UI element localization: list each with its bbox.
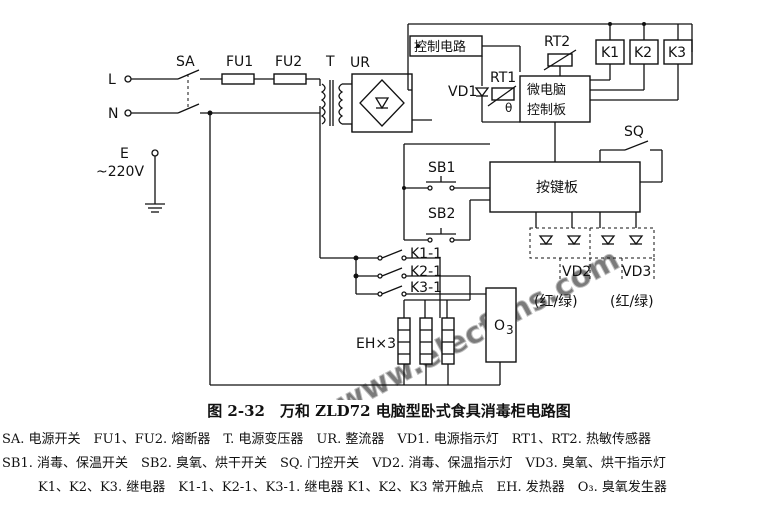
label-E: E (120, 146, 129, 162)
contact-K3-1 (356, 285, 500, 297)
terminal-L (124, 75, 132, 83)
label-control-circuit: 控制电路 (414, 39, 466, 55)
relay-K2: K2 (629, 39, 659, 65)
label-FU2: FU2 (275, 54, 302, 70)
terminal-E (151, 149, 159, 157)
led-VD1 (474, 56, 520, 123)
legend-line-3: K1、K2、K3. 继电器 K1-1、K2-1、K3-1. 继电器 K1、K2、… (38, 480, 667, 495)
legend-line-2: SB1. 消毒、保温开关 SB2. 臭氧、烘干开关 SQ. 门控开关 VD2. … (2, 456, 666, 471)
button-SB1 (402, 143, 490, 240)
label-UR: UR (350, 55, 370, 71)
heater-EH-2 (419, 317, 433, 365)
ozone-generator (485, 287, 517, 363)
label-red-green-1: (红/绿) (534, 294, 578, 310)
rectifier-UR (351, 73, 413, 133)
heater-EH-1 (397, 317, 411, 365)
svg-text:K3: K3 (668, 45, 686, 61)
switch-SA (177, 69, 200, 114)
label-SQ: SQ (624, 124, 644, 140)
label-K2-1: K2-1 (410, 264, 442, 280)
label-EH: EH×3 (356, 336, 396, 352)
label-SA: SA (176, 54, 195, 70)
svg-text:θ: θ (505, 101, 512, 115)
label-VD3: VD3 (622, 264, 651, 280)
legend-line-1: SA. 电源开关 FU1、FU2. 熔断器 T. 电源变压器 UR. 整流器 V… (2, 432, 651, 447)
label-RT2: RT2 (544, 34, 570, 50)
label-K1-1: K1-1 (410, 246, 442, 262)
circuit-diagram: www.elecfans.com L N E ~220V SA FU1 FU2 … (96, 22, 693, 400)
relay-K3: K3 (663, 39, 693, 65)
heater-EH-3 (441, 317, 455, 365)
label-N: N (108, 106, 118, 122)
thermistor-RT2 (543, 49, 577, 71)
mcu-board (519, 75, 591, 123)
ground-icon (145, 156, 165, 213)
label-red-green-2: (红/绿) (610, 294, 654, 310)
svg-text:K2: K2 (634, 45, 652, 61)
label-O3: O (494, 318, 505, 334)
label-O3-sub: 3 (506, 323, 514, 337)
terminal-N (124, 109, 132, 117)
label-mcu-line1: 微电脑 (527, 83, 566, 98)
label-RT1: RT1 (490, 70, 516, 86)
led-VD3 (600, 235, 644, 246)
label-SB2: SB2 (428, 206, 455, 222)
label-keypad: 按键板 (536, 180, 578, 196)
fuse-FU1 (221, 73, 255, 85)
svg-text:K1: K1 (601, 45, 619, 61)
contact-K1-1 (356, 249, 440, 261)
label-T: T (325, 54, 335, 70)
fuse-FU2 (273, 73, 307, 85)
led-group-frame (529, 227, 655, 259)
label-voltage: ~220V (96, 164, 144, 180)
label-VD1: VD1 (448, 84, 477, 100)
label-K3-1: K3-1 (410, 280, 442, 296)
label-SB1: SB1 (428, 160, 455, 176)
label-FU1: FU1 (226, 54, 253, 70)
button-SB2 (404, 199, 490, 243)
relay-K1: K1 (595, 39, 625, 65)
label-VD2: VD2 (562, 264, 591, 280)
label-mcu-line2: 控制板 (527, 103, 566, 118)
label-L: L (108, 72, 116, 88)
keypad-board (489, 161, 641, 213)
transformer-T (320, 80, 344, 126)
thermistor-RT1: θ (487, 85, 517, 115)
figure-caption: 图 2-32 万和 ZLD72 电脑型卧式食具消毒柜电路图 (207, 402, 571, 420)
switch-SQ (599, 140, 663, 183)
contact-K2-1 (353, 267, 470, 279)
led-VD2 (538, 235, 582, 246)
